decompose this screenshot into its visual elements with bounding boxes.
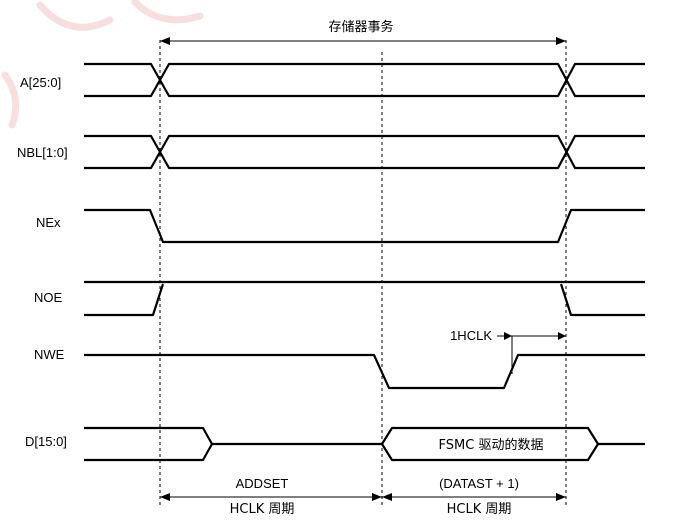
hclk-dimension: 1HCLK: [450, 328, 566, 374]
waveform-noe: [84, 280, 645, 317]
watermark-mark: [1, 0, 204, 129]
signal-labels: A[25:0] NBL[1:0] NEx NOE NWE D[15:0]: [17, 75, 68, 449]
signal-label-nwe: NWE: [34, 347, 65, 362]
datast-label: (DATAST + 1): [439, 476, 519, 491]
signal-label-address: A[25:0]: [20, 75, 61, 90]
waveform-nwe: [84, 353, 645, 390]
signal-label-noe: NOE: [34, 290, 63, 305]
signal-label-nbl: NBL[1:0]: [17, 145, 68, 160]
waveform-nbl: [84, 134, 645, 170]
waveform-address: [84, 62, 645, 98]
waveform-data: FSMC 驱动的数据: [84, 426, 645, 462]
waveform-nex: [84, 208, 645, 244]
addset-label: ADDSET: [236, 476, 289, 491]
addset-unit-label: HCLK 周期: [230, 502, 295, 517]
signal-label-nex: NEx: [36, 215, 61, 230]
datast-unit-label: HCLK 周期: [447, 502, 512, 517]
transaction-span: 存储器事务: [160, 19, 566, 45]
phase-spans: ADDSET HCLK 周期 (DATAST + 1) HCLK 周期: [160, 476, 566, 517]
signal-label-data: D[15:0]: [25, 434, 67, 449]
data-window-label: FSMC 驱动的数据: [439, 437, 544, 453]
transaction-label: 存储器事务: [328, 19, 393, 35]
hclk-label: 1HCLK: [450, 328, 492, 343]
guide-lines: [159, 40, 567, 505]
